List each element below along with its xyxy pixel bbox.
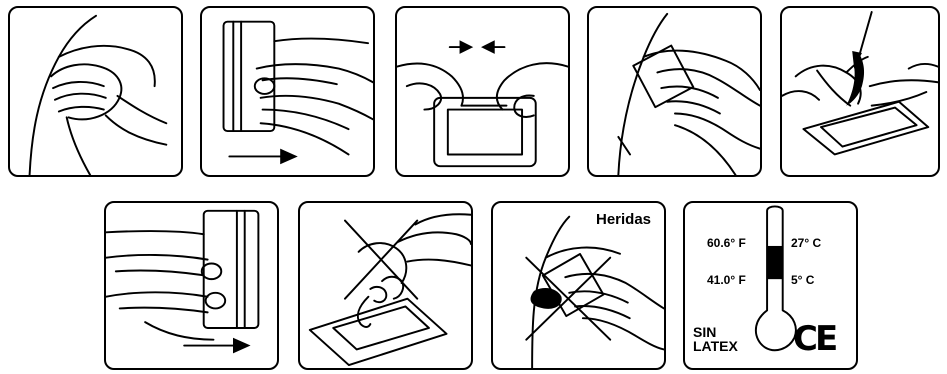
temp-low-c: 5° C: [791, 273, 814, 287]
temp-high-f: 60.6° F: [707, 236, 746, 250]
hand-peeling-liner-icon: [782, 8, 938, 175]
latex-line-1: SIN: [693, 325, 738, 339]
peel-no-touch-icon: [300, 203, 471, 368]
stretch-arrows-icon: [397, 8, 568, 175]
step-5-panel: [780, 6, 940, 177]
temp-high-c: 27° C: [791, 236, 821, 250]
step-2-panel: [200, 6, 375, 177]
hand-smoothing-dressing-icon: [589, 8, 760, 175]
hand-pressing-skin-icon: [10, 8, 181, 175]
hand-sliding-right-icon: [106, 203, 277, 368]
wounds-label: Heridas: [596, 211, 651, 228]
step-8-panel: Heridas: [491, 201, 666, 370]
step-1-panel: [8, 6, 183, 177]
step-9-panel: 60.6° F 27° C 41.0° F 5° C SIN LATEX CE: [683, 201, 858, 370]
step-4-panel: [587, 6, 762, 177]
step-3-panel: [395, 6, 570, 177]
step-7-panel: [298, 201, 473, 370]
temp-low-f: 41.0° F: [707, 273, 746, 287]
step-6-panel: [104, 201, 279, 370]
latex-line-2: LATEX: [693, 339, 738, 353]
hand-sliding-right-icon: [202, 8, 373, 175]
latex-free-label: SIN LATEX: [693, 325, 738, 353]
ce-mark: CE: [793, 319, 835, 359]
